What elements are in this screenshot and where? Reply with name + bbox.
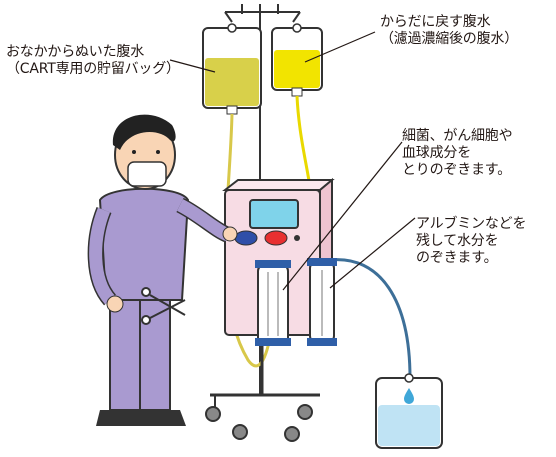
- filter-label-line2: 血球成分を: [402, 145, 471, 161]
- water-drop-icon: [404, 388, 414, 404]
- drain-water-bag: [375, 373, 443, 449]
- filter-label-line3: とりのぞきます。: [402, 162, 511, 178]
- blue-button: [234, 230, 258, 246]
- drained-bag-label: おなかからぬいた腹水 （CART専用の貯留バッグ）: [6, 44, 180, 78]
- return-bag-label: からだに戻す腹水 （濾過濃縮後の腹水）: [380, 14, 518, 48]
- filtration-cartridge: [255, 260, 291, 346]
- filter-label-line1: 細菌、がん細胞や: [402, 128, 513, 144]
- drained-bag-label-line1: おなかからぬいた腹水: [6, 44, 144, 60]
- concentrator-label-line3: のぞきます。: [416, 250, 498, 266]
- doctor-icon: [87, 114, 238, 426]
- drained-bag-label-line2: （CART専用の貯留バッグ）: [6, 61, 180, 77]
- mask: [127, 161, 167, 187]
- machine-screen: [249, 199, 299, 229]
- leader-lines: [169, 31, 416, 291]
- scissors-icon: [141, 287, 186, 325]
- return-ascites-bag: [271, 23, 323, 97]
- concentrator-label-line1: アルブミンなどを: [416, 216, 527, 232]
- return-bag-label-line2: （濾過濃縮後の腹水）: [380, 31, 518, 47]
- concentration-cartridge: [307, 258, 337, 346]
- concentrator-label-line2: 残して水分を: [416, 233, 499, 249]
- drained-ascites-bag: [202, 23, 262, 115]
- red-button: [264, 230, 288, 246]
- concentrator-label: アルブミンなどを 残して水分を のぞきます。: [416, 216, 526, 267]
- filter-label: 細菌、がん細胞や 血球成分を とりのぞきます。: [402, 128, 513, 179]
- return-bag-label-line1: からだに戻す腹水: [380, 14, 491, 30]
